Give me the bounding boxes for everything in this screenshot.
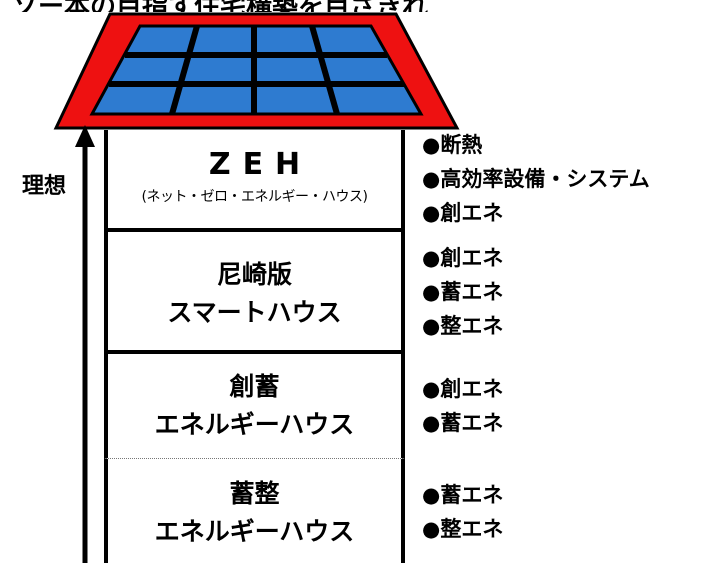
panel-grid-line — [309, 25, 340, 115]
feature-item: ●蓄エネ — [422, 483, 504, 507]
tier-title: ZEH — [208, 147, 313, 182]
panel-grid-line — [169, 25, 200, 115]
feature-item: ●蓄エネ — [422, 411, 504, 435]
feature-item: ●創エネ — [422, 377, 504, 401]
tier-title: 創蓄 — [229, 372, 280, 401]
feature-list-zeh: ●断熱 ●高効率設備・システム ●創エネ — [422, 128, 650, 230]
tier-subtitle: スマートハウス — [167, 298, 342, 327]
feature-item: ●高効率設備・システム — [422, 167, 650, 191]
up-arrow-icon — [75, 125, 95, 563]
tier-subtitle: エネルギーハウス — [154, 517, 355, 546]
roof-solar-panel-icon — [53, 12, 460, 130]
feature-list-smart-house: ●創エネ ●蓄エネ ●整エネ — [422, 241, 503, 343]
tier-sochiku-energy-house: 創蓄 エネルギーハウス — [104, 354, 405, 459]
tier-subtitle: (ネット・ゼロ・エネルギー・ハウス) — [141, 189, 368, 205]
tier-zeh: ZEH (ネット・ゼロ・エネルギー・ハウス) — [104, 130, 405, 232]
tier-title: 蓄整 — [229, 479, 280, 508]
feature-list-sochiku: ●創エネ ●蓄エネ — [422, 372, 503, 440]
ideal-label: 理想 — [22, 174, 67, 199]
feature-list-chikusei: ●蓄エネ ●整エネ — [422, 478, 503, 546]
tier-title: 尼崎版 — [216, 260, 292, 289]
feature-item: ●整エネ — [422, 517, 504, 541]
tier-subtitle: エネルギーハウス — [154, 410, 355, 439]
tier-chikusei-energy-house: 蓄整 エネルギーハウス — [104, 459, 405, 563]
feature-item: ●創エネ — [422, 201, 504, 225]
tier-smart-house: 尼崎版 スマートハウス — [104, 232, 405, 354]
feature-item: ●蓄エネ — [422, 280, 504, 304]
page-title: ソー本の目指す住宅構築を目ざきれ — [0, 0, 711, 12]
feature-item: ●整エネ — [422, 314, 504, 338]
feature-item: ●創エネ — [422, 246, 504, 270]
feature-item: ●断熱 — [422, 133, 483, 157]
